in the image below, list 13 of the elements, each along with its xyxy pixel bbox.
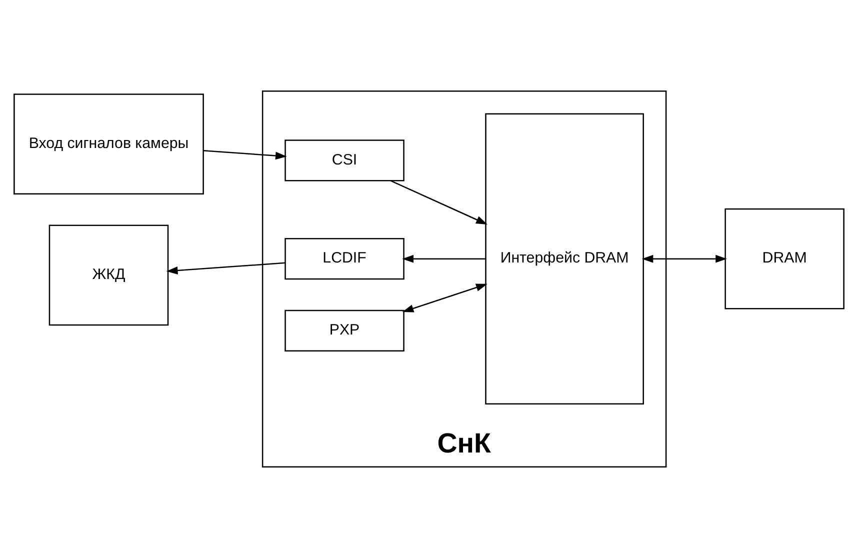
arrow (202, 150, 286, 160)
node-box: CSI (284, 139, 404, 181)
node-box: DRAM (724, 208, 844, 309)
arrow (402, 283, 487, 312)
node-box: Интерфейс DRAM (484, 112, 644, 404)
node-box: LCDIF (284, 238, 404, 280)
arrow (390, 180, 487, 224)
node-box: ЖКД (48, 224, 168, 326)
node-box: PXP (284, 309, 404, 351)
arrow (641, 254, 726, 262)
node-box: Вход сигналов камеры (13, 93, 204, 194)
arrow (402, 254, 486, 262)
arrow (166, 262, 284, 274)
